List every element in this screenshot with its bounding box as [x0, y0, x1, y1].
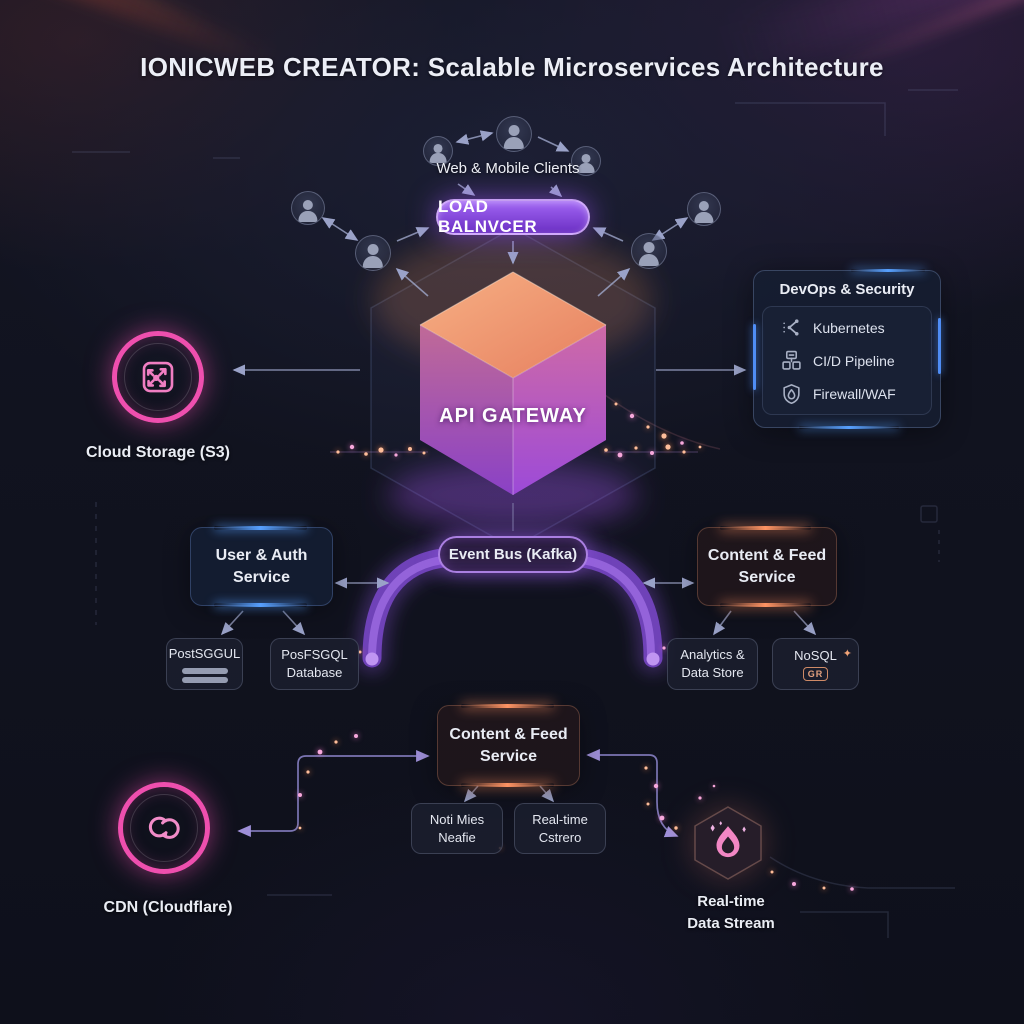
realtime-stream-line2: Data Stream [687, 915, 775, 932]
postgres-icon-box: PostSGGUL [166, 638, 243, 690]
nosql-box: NoSQL GR [772, 638, 859, 690]
sparkle-icon [843, 649, 852, 659]
user-icon [631, 233, 667, 269]
analytics-box: Analytics & Data Store [667, 638, 758, 690]
notification-box-right: Real-time Cstrero [514, 803, 606, 854]
user-auth-label-line1: User & Auth [215, 546, 308, 564]
postgres-b-line2: Database [286, 665, 343, 680]
realtime-stream-node [688, 805, 768, 881]
firewall-shield-icon [783, 384, 800, 404]
kubernetes-icon [783, 319, 799, 336]
feed-connectors [237, 749, 679, 838]
content-feed-lower-line1: Content & Feed [449, 725, 568, 743]
cloud-storage-node [112, 331, 204, 423]
user-auth-label-line2: Service [233, 568, 290, 586]
devops-security-panel: DevOps & Security Kubernetes [753, 269, 941, 429]
user-icon [355, 235, 391, 271]
flame-icon [710, 821, 746, 858]
realtime-stream-label: Real-time Data Stream [631, 891, 831, 935]
postgres-b-line1: PosFSGQL [281, 647, 348, 662]
accent-bar [720, 526, 812, 530]
accent-bar [213, 526, 307, 530]
accent-bar [850, 269, 926, 272]
realtime-stream-line1: Real-time [697, 893, 765, 910]
devops-item-label: Firewall/WAF [813, 385, 896, 402]
load-balancer-label: LOAD BALNVCER [438, 197, 538, 236]
pipeline-icon [782, 350, 801, 370]
user-icon [423, 136, 453, 166]
analytics-line2: Data Store [681, 665, 744, 680]
cloud-icon [148, 816, 180, 839]
devops-item-pipeline: CI/D Pipeline [763, 344, 931, 377]
event-bus-label: Event Bus (Kafka) [448, 546, 578, 563]
postgres-text-box: PosFSGQL Database [270, 638, 359, 690]
notification-left-line2: Neafie [438, 829, 476, 845]
content-feed-upper-line1: Content & Feed [707, 546, 827, 564]
accent-bar [798, 426, 900, 429]
notification-right-line2: Cstrero [538, 829, 582, 845]
devops-item-label: CI/D Pipeline [813, 352, 895, 369]
event-bus-node: Event Bus (Kafka) [438, 536, 588, 573]
api-gateway-cube [419, 271, 607, 495]
accent-bar [460, 704, 554, 708]
clients-label: Web & Mobile Clients [436, 160, 580, 177]
database-icon [181, 665, 228, 683]
load-balancer-node: LOAD BALNVCER [436, 197, 590, 236]
user-icon [291, 191, 325, 225]
nosql-label: NoSQL [794, 648, 837, 663]
cdn-node [118, 782, 210, 874]
devops-list: Kubernetes CI/D Pipeline Firewall/WAF [762, 306, 932, 415]
notification-right-line1: Real-time [532, 811, 588, 827]
storage-expand-icon [142, 361, 174, 393]
cloud-storage-label: Cloud Storage (S3) [85, 444, 230, 461]
devops-item-kubernetes: Kubernetes [763, 311, 931, 344]
user-icon [687, 192, 721, 226]
devops-item-firewall: Firewall/WAF [763, 377, 931, 410]
api-gateway-label: API GATEWAY [439, 405, 587, 427]
user-icon [571, 146, 601, 176]
event-bus-pipe [356, 541, 669, 674]
accent-bar [753, 324, 756, 390]
content-feed-lower-box: Content & Feed Service [437, 704, 580, 787]
analytics-line1: Analytics & [680, 647, 745, 662]
nosql-badge-icon: GR [802, 667, 829, 681]
accent-bar [938, 317, 941, 374]
page-title: IONICWEB CREATOR: Scalable Microservices… [140, 52, 884, 82]
content-feed-lower-line2: Service [480, 747, 537, 765]
devops-item-label: Kubernetes [813, 319, 885, 336]
content-feed-upper-line2: Service [738, 568, 796, 586]
accent-bar [720, 603, 812, 607]
connector-lines [220, 364, 817, 803]
accent-bar [460, 783, 554, 787]
user-auth-service-box: User & Auth Service [190, 526, 333, 607]
notification-box-left: Noti Mies Neafie [411, 803, 503, 854]
postgres-a-label: PostSGGUL [168, 646, 241, 661]
user-icon [496, 116, 532, 152]
notification-left-line1: Noti Mies [429, 811, 485, 827]
devops-panel-title: DevOps & Security [779, 281, 915, 298]
accent-bar [213, 603, 307, 607]
cdn-label: CDN (Cloudflare) [103, 899, 233, 916]
content-feed-upper-box: Content & Feed Service [697, 526, 837, 607]
